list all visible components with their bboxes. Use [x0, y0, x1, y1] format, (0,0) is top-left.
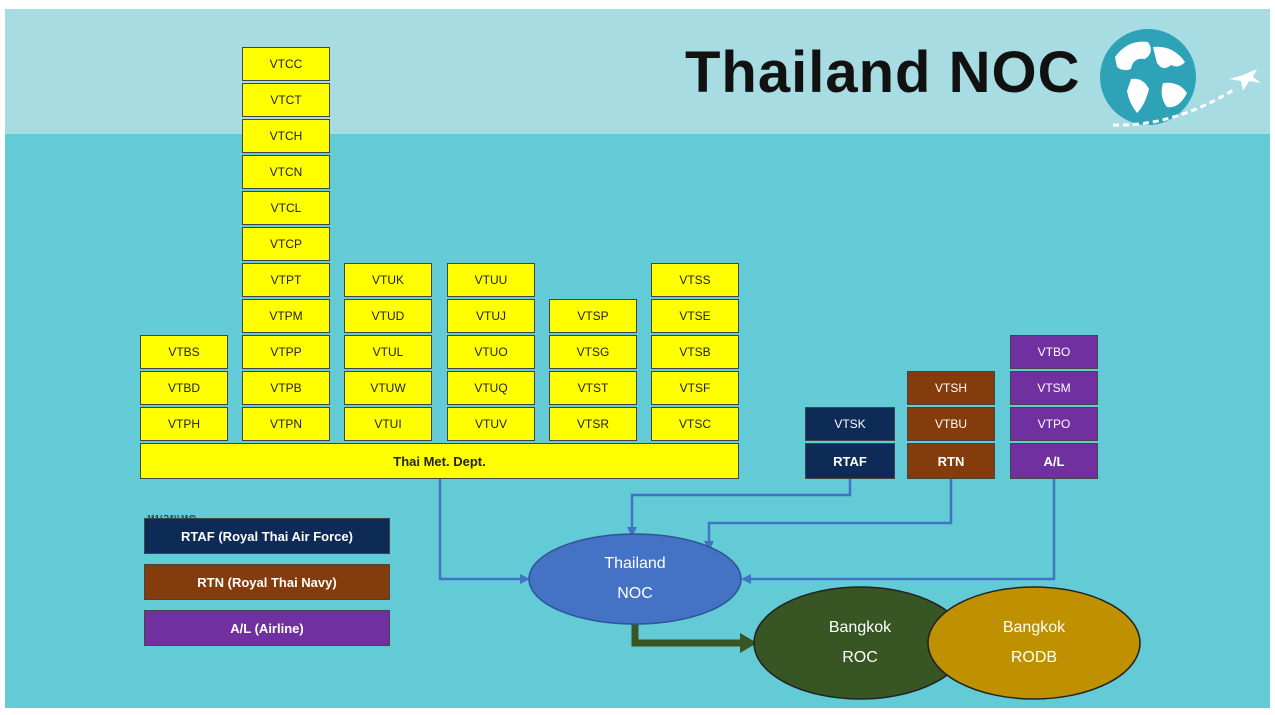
tmd-base-box: Thai Met. Dept.: [140, 443, 739, 479]
station-box: VTUI: [344, 407, 432, 441]
station-box: VTUV: [447, 407, 535, 441]
rodb-ellipse: [927, 586, 1141, 700]
noc-label-line2: NOC: [617, 585, 653, 602]
noc-label: Thailand NOC: [565, 549, 705, 609]
station-box: VTSR: [549, 407, 637, 441]
station-box: VTSS: [651, 263, 739, 297]
station-box: VTBU: [907, 407, 995, 441]
station-box: VTPO: [1010, 407, 1098, 441]
roc-label-line2: ROC: [842, 649, 878, 666]
station-box: VTPH: [140, 407, 228, 441]
station-box: VTSE: [651, 299, 739, 333]
station-box: VTSH: [907, 371, 995, 405]
station-box: VTCC: [242, 47, 330, 81]
legend-airline: A/L (Airline): [144, 610, 390, 646]
station-box: VTPM: [242, 299, 330, 333]
station-box: VTBO: [1010, 335, 1098, 369]
rtn-base-box: RTN: [907, 443, 995, 479]
station-box: VTSF: [651, 371, 739, 405]
station-box: VTCT: [242, 83, 330, 117]
station-box: VTSB: [651, 335, 739, 369]
roc-label-line1: Bangkok: [828, 619, 892, 636]
connector-tmd-noc: [438, 479, 530, 584]
rtaf-base-box: RTAF: [805, 443, 895, 479]
airline-base-box: A/L: [1010, 443, 1098, 479]
station-box: VTPT: [242, 263, 330, 297]
station-box: VTPP: [242, 335, 330, 369]
station-box: VTUJ: [447, 299, 535, 333]
legend-rtn: RTN (Royal Thai Navy): [144, 564, 390, 600]
station-box: VTUK: [344, 263, 432, 297]
station-box: VTUL: [344, 335, 432, 369]
station-box: VTPN: [242, 407, 330, 441]
rodb-label-line1: Bangkok: [1002, 619, 1066, 636]
station-box: VTCL: [242, 191, 330, 225]
arrowhead-noc-roc: [740, 633, 757, 653]
flow-diagram: [438, 479, 1141, 700]
station-box: VTCH: [242, 119, 330, 153]
connector-noc-roc: [631, 624, 742, 647]
station-box: VTCP: [242, 227, 330, 261]
rodb-label-line2: RODB: [1010, 649, 1058, 666]
page-title: Thailand NOC: [685, 40, 1081, 105]
station-box: VTCN: [242, 155, 330, 189]
slide: Thailand NOC Thailand NOC Bangkok ROC: [5, 9, 1270, 708]
connector-rtn-noc: [704, 479, 953, 551]
connector-airline-noc: [741, 479, 1056, 584]
station-box: VTUQ: [447, 371, 535, 405]
station-box: VTUW: [344, 371, 432, 405]
noc-label-line1: Thailand: [604, 555, 666, 572]
station-box: VTSK: [805, 407, 895, 441]
station-box: VTPB: [242, 371, 330, 405]
station-box: VTUO: [447, 335, 535, 369]
station-box: VTST: [549, 371, 637, 405]
station-box: VTUD: [344, 299, 432, 333]
station-box: VTBS: [140, 335, 228, 369]
station-box: VTSC: [651, 407, 739, 441]
globe-airplane-icon: [1100, 29, 1261, 127]
station-box: VTUU: [447, 263, 535, 297]
legend-rtaf: RTAF (Royal Thai Air Force): [144, 518, 390, 554]
noc-ellipse: [528, 533, 742, 625]
roc-label: Bangkok ROC: [790, 613, 930, 673]
rodb-label: Bangkok RODB: [964, 613, 1104, 673]
connector-rtaf-noc: [627, 479, 852, 537]
station-box: VTBD: [140, 371, 228, 405]
station-box: VTSP: [549, 299, 637, 333]
station-box: VTSG: [549, 335, 637, 369]
header-band: [5, 9, 1270, 134]
station-box: VTSM: [1010, 371, 1098, 405]
